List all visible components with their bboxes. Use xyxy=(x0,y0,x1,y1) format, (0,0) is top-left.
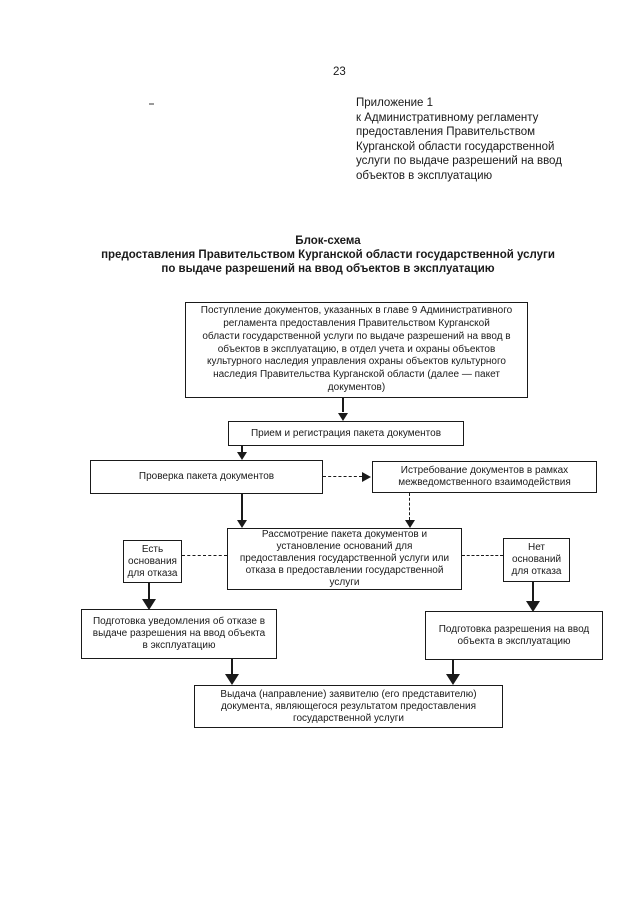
arrow-down-icon xyxy=(225,674,239,685)
arrow-down-icon xyxy=(446,674,460,685)
dashed-connector-check-to-interagency xyxy=(323,476,362,477)
arrow-right-icon xyxy=(362,472,371,482)
arrow-down-icon xyxy=(405,520,415,528)
flowchart-box-receipt: Поступление документов, указанных в глав… xyxy=(185,302,528,398)
dashed-connector-review-to-grounds-yes xyxy=(182,555,227,556)
arrow-grounds-no-to-permit-stem xyxy=(532,582,534,601)
flowchart-box-refusal-notice: Подготовка уведомления об отказе в выдач… xyxy=(81,609,277,659)
arrow-check-to-review-stem xyxy=(241,494,243,520)
diagram-title: Блок-схема предоставления Правительством… xyxy=(101,235,555,275)
page-number: 23 xyxy=(333,66,346,78)
arrow-grounds-yes-to-refusal-stem xyxy=(148,583,150,599)
arrow-down-icon xyxy=(142,599,156,610)
arrow-refusal-to-issue-stem xyxy=(231,659,233,674)
arrow-receipt-to-registration-stem xyxy=(342,398,344,412)
flowchart-box-interagency: Истребование документов в рамках межведо… xyxy=(372,461,597,493)
arrow-down-icon xyxy=(338,413,348,421)
flowchart-box-review: Рассмотрение пакета документов и установ… xyxy=(227,528,462,590)
flowchart-box-check: Проверка пакета документов xyxy=(90,460,323,494)
flowchart-box-permit: Подготовка разрешения на ввод объекта в … xyxy=(425,611,603,660)
flowchart-box-registration: Прием и регистрация пакета документов xyxy=(228,421,464,446)
arrow-permit-to-issue-stem xyxy=(452,660,454,674)
flowchart-box-issue-result: Выдача (направление) заявителю (его пред… xyxy=(194,685,503,728)
arrow-down-icon xyxy=(237,452,247,460)
dashed-connector-interagency-to-review xyxy=(409,493,410,520)
scan-artifact xyxy=(149,103,154,105)
arrow-registration-to-check-stem xyxy=(241,446,243,452)
flowchart-box-grounds-no: Нет оснований для отказа xyxy=(503,538,570,582)
appendix-note: Приложение 1 к Административному регламе… xyxy=(356,97,562,182)
dashed-connector-review-to-grounds-no xyxy=(462,555,503,556)
arrow-down-icon xyxy=(526,601,540,612)
flowchart-box-grounds-yes: Есть основания для отказа xyxy=(123,540,182,583)
arrow-down-icon xyxy=(237,520,247,528)
